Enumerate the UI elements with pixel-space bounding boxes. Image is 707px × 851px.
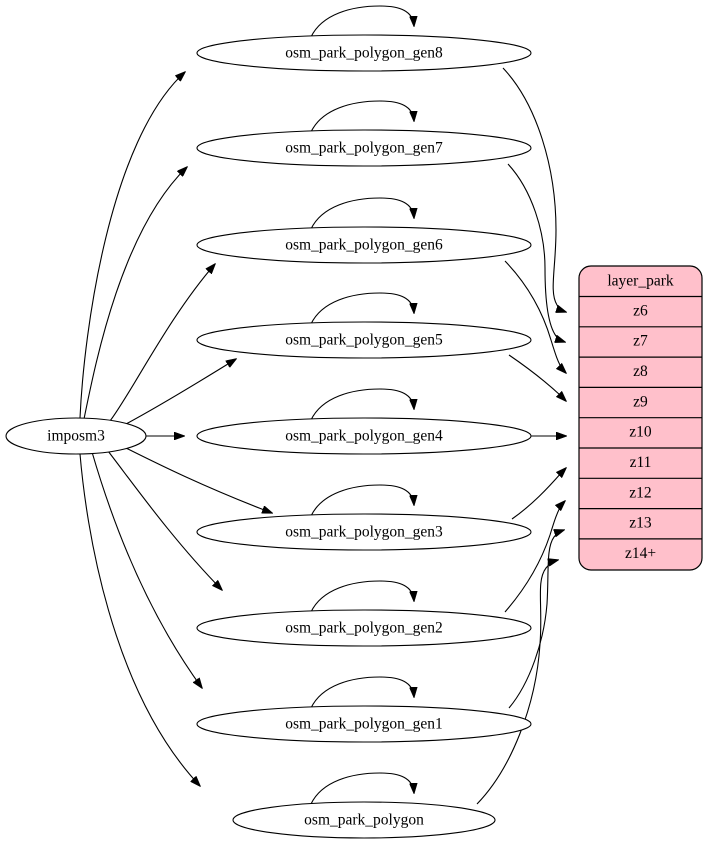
self-loop-gen3 [310,484,414,517]
edge-gen1-to-z13 [508,530,564,709]
node-gen6[interactable]: osm_park_polygon_gen6 [196,226,532,264]
nodes: imposm3 osm_park_polygon_gen8 osm_park_p… [5,34,532,839]
edges-source-to-tables [79,72,272,786]
node-imposm3[interactable]: imposm3 [5,417,147,455]
edges-tables-to-layer [476,67,566,805]
node-gen2-shape[interactable] [196,609,532,647]
edge-imposm3-to-gen5 [125,359,236,425]
self-loop-gen2 [310,580,414,613]
node-gen5[interactable]: osm_park_polygon_gen5 [196,321,532,359]
edge-imposm3-to-gen1 [91,451,202,688]
self-loop-base [310,772,414,805]
self-loop-gen1 [310,676,414,709]
edge-imposm3-to-gen3 [125,447,272,513]
edge-gen3-to-z11 [511,468,566,520]
edge-imposm3-to-gen6 [109,264,215,422]
edge-gen5-to-z9 [508,354,566,401]
self-loop-gen7 [310,100,414,133]
edge-imposm3-to-gen7 [83,167,187,420]
edge-imposm3-to-base [79,453,200,786]
edge-gen6-to-z8 [504,260,566,373]
node-imposm3-shape[interactable] [5,417,147,455]
edge-imposm3-to-gen8 [79,72,185,419]
node-gen2[interactable]: osm_park_polygon_gen2 [196,609,532,647]
node-layer-park[interactable]: layer_park z6 z7 z8 z9 z10 z11 z12 [578,265,703,571]
node-gen3-shape[interactable] [196,513,532,551]
node-gen7-shape[interactable] [196,129,532,167]
edge-gen2-to-z12 [504,501,565,613]
node-gen6-shape[interactable] [196,226,532,264]
self-loop-gen4 [310,388,414,421]
self-loop-gen6 [310,197,414,230]
edges-self-loops [310,5,414,805]
node-gen4-shape[interactable] [196,417,532,455]
edge-gen7-to-z7 [507,163,565,342]
node-gen7[interactable]: osm_park_polygon_gen7 [196,129,532,167]
node-gen4[interactable]: osm_park_polygon_gen4 [196,417,532,455]
node-gen1[interactable]: osm_park_polygon_gen1 [196,705,532,743]
node-gen3[interactable]: osm_park_polygon_gen3 [196,513,532,551]
node-gen8[interactable]: osm_park_polygon_gen8 [196,34,532,72]
node-base[interactable]: osm_park_polygon [232,801,496,839]
node-base-shape[interactable] [232,801,496,839]
self-loop-gen8 [310,5,414,38]
self-loop-gen5 [310,292,414,325]
node-gen1-shape[interactable] [196,705,532,743]
node-gen5-shape[interactable] [196,321,532,359]
node-gen8-shape[interactable] [196,34,532,72]
edge-imposm3-to-gen2 [107,450,222,590]
edge-base-to-z14p [476,560,558,805]
edge-gen8-to-z6 [502,67,566,312]
